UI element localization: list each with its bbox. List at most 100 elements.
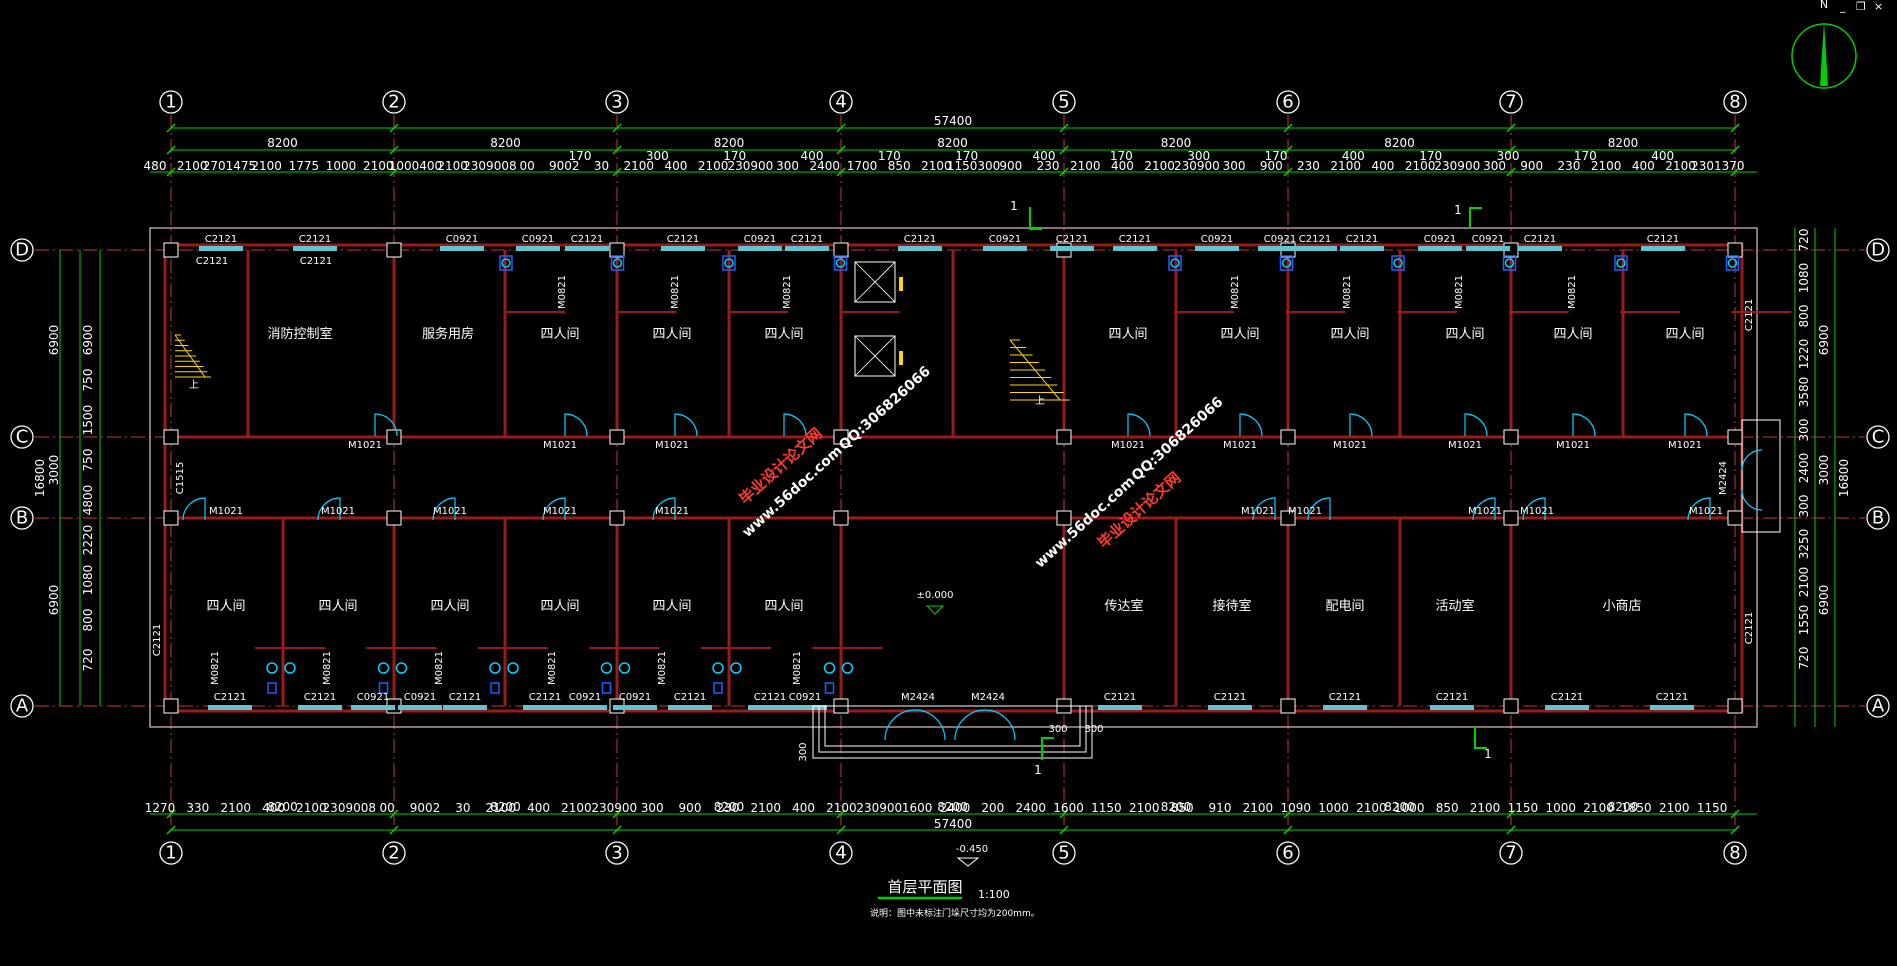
axis-bubble-circle bbox=[1276, 841, 1300, 865]
dim-detail-top-text: 2400 bbox=[809, 159, 840, 173]
axis-bubble-label: 2 bbox=[388, 843, 399, 864]
north-needle-icon bbox=[1820, 22, 1828, 86]
window-bottom bbox=[1098, 705, 1142, 710]
level-outside-text: -0.450 bbox=[956, 844, 988, 855]
axis-bubble-circle bbox=[1723, 90, 1747, 114]
axis-bubble-8-bottom: 8 bbox=[1723, 841, 1747, 865]
axis-bubble-label: 7 bbox=[1505, 92, 1516, 113]
restore-icon[interactable]: ❐ bbox=[1856, 0, 1866, 13]
basin-icon bbox=[1614, 255, 1628, 271]
dim-right-outer-text: 6900 bbox=[1817, 325, 1831, 356]
door-label-top: M1021 bbox=[1448, 440, 1482, 451]
window-label-top: C0921 bbox=[1201, 234, 1233, 245]
basin-icon bbox=[722, 255, 736, 271]
basin-icon bbox=[713, 682, 723, 694]
dim-detail-top-text: 230900 bbox=[1174, 159, 1220, 173]
window-top bbox=[1641, 246, 1685, 251]
dim-detail-top-text: 1775 bbox=[289, 159, 320, 173]
room-label-bottom: 传达室 bbox=[1104, 598, 1143, 614]
window-top bbox=[1518, 246, 1562, 251]
window-label-top: C2121 bbox=[791, 234, 823, 245]
window-label-top: C2121 bbox=[667, 234, 699, 245]
door-label-bath-top: M0821 bbox=[1567, 275, 1578, 309]
axis-bubble-circle bbox=[10, 694, 34, 718]
elevator-car bbox=[854, 335, 896, 377]
dim-tick bbox=[1059, 145, 1069, 155]
dim-detail-bottom-text: 2309008 bbox=[323, 801, 376, 815]
basin-icon bbox=[833, 255, 848, 271]
window-bottom bbox=[1208, 705, 1252, 710]
window-label-bottom: C2121 bbox=[1104, 692, 1136, 703]
dim-small-top-text: 300 bbox=[646, 149, 669, 163]
scale-text: 1:100 bbox=[978, 888, 1010, 901]
door-label-bottom: M1021 bbox=[1689, 506, 1723, 517]
dim-detail-top-text: 1700 bbox=[847, 159, 878, 173]
window-label-top: C2121 bbox=[1524, 234, 1556, 245]
dim-detail-bottom-text: 9002 bbox=[410, 801, 441, 815]
toilet-icon bbox=[600, 662, 613, 674]
window-top bbox=[565, 246, 609, 251]
window-label-top: C2121 bbox=[571, 234, 603, 245]
dim-left-inner-text: 750 bbox=[81, 449, 95, 472]
axis-bubble-label: 3 bbox=[611, 843, 622, 864]
dim-bay-bottom-text: 8200 bbox=[1384, 800, 1415, 814]
dim-detail-bottom-text: 2100 bbox=[1356, 801, 1387, 815]
basin-icon bbox=[601, 682, 612, 694]
room-label-bottom: 配电间 bbox=[1325, 599, 1364, 614]
dim-detail-top-text: 300 bbox=[1483, 159, 1506, 173]
dim-right-inner-text: 720 bbox=[1797, 647, 1811, 670]
door-label-top: M1021 bbox=[1668, 440, 1702, 451]
column bbox=[163, 510, 179, 526]
dim-bay-top-text: 8200 bbox=[490, 136, 521, 150]
window-top bbox=[1258, 246, 1302, 251]
dim-right-inner-text: 720 bbox=[1797, 229, 1811, 252]
basin-icon bbox=[1279, 255, 1294, 271]
stair-up-label-left: 上 bbox=[189, 379, 199, 391]
dim-left-inner-text: 1500 bbox=[81, 405, 95, 436]
window-label-side: C2121 bbox=[1744, 299, 1755, 331]
dim-detail-bottom-text: 2100 bbox=[1129, 801, 1160, 815]
toilet-icon bbox=[712, 662, 724, 674]
column bbox=[1503, 510, 1519, 526]
window-bottom bbox=[668, 705, 712, 710]
basin-icon bbox=[499, 255, 513, 271]
door-label-bottom: M1021 bbox=[433, 506, 467, 517]
dim-tick bbox=[1730, 145, 1740, 155]
dim-detail-top-text: 00 bbox=[519, 159, 534, 173]
section-mark-1 bbox=[1469, 207, 1482, 228]
axis-bubble-circle bbox=[605, 90, 629, 114]
axis-bubble-C-right: C bbox=[1866, 425, 1890, 449]
dim-detail-bottom-text: 1150 bbox=[1091, 801, 1122, 815]
dim-bay-top-text: 8200 bbox=[937, 136, 968, 150]
door-label-bath-top: M0821 bbox=[1230, 275, 1241, 309]
window-top bbox=[898, 246, 942, 251]
dim-left-inner-text: 2220 bbox=[81, 525, 95, 556]
dim-right-inner-text: 1080 bbox=[1797, 263, 1811, 294]
door-label-bottom: M1021 bbox=[209, 506, 243, 517]
room-label-bottom: 四人间 bbox=[652, 599, 691, 614]
dim-left-total-text: 16800 bbox=[33, 459, 47, 497]
dim-detail-top-text: 2100 bbox=[363, 159, 394, 173]
axis-bubble-circle bbox=[10, 238, 34, 262]
basin-icon bbox=[1168, 255, 1182, 271]
dim-detail-bottom-text: 400 bbox=[262, 801, 285, 815]
axis-bubble-2-top: 2 bbox=[382, 90, 406, 114]
window-controls[interactable]: _ ❐ × bbox=[1839, 0, 1883, 13]
window-label-bottom: C2121 bbox=[1656, 692, 1688, 703]
axis-bubble-2-bottom: 2 bbox=[382, 841, 406, 865]
stair-rail bbox=[174, 334, 206, 378]
axis-bubble-3-top: 3 bbox=[605, 90, 629, 114]
section-label: 1 bbox=[1034, 763, 1042, 777]
dim-tick bbox=[166, 825, 176, 835]
axis-bubble-label: 8 bbox=[1729, 92, 1740, 113]
dim-right-inner-text: 800 bbox=[1797, 305, 1811, 328]
door-label-bottom: M1021 bbox=[1468, 506, 1502, 517]
dim-detail-top-text: 2100 bbox=[1330, 159, 1361, 173]
minimize-icon[interactable]: _ bbox=[1839, 0, 1846, 13]
dim-tick bbox=[836, 825, 846, 835]
north-label: N bbox=[1820, 0, 1828, 11]
window-top bbox=[1113, 246, 1157, 251]
close-icon[interactable]: × bbox=[1874, 0, 1883, 13]
dim-detail-top-text: 230 bbox=[1558, 159, 1581, 173]
